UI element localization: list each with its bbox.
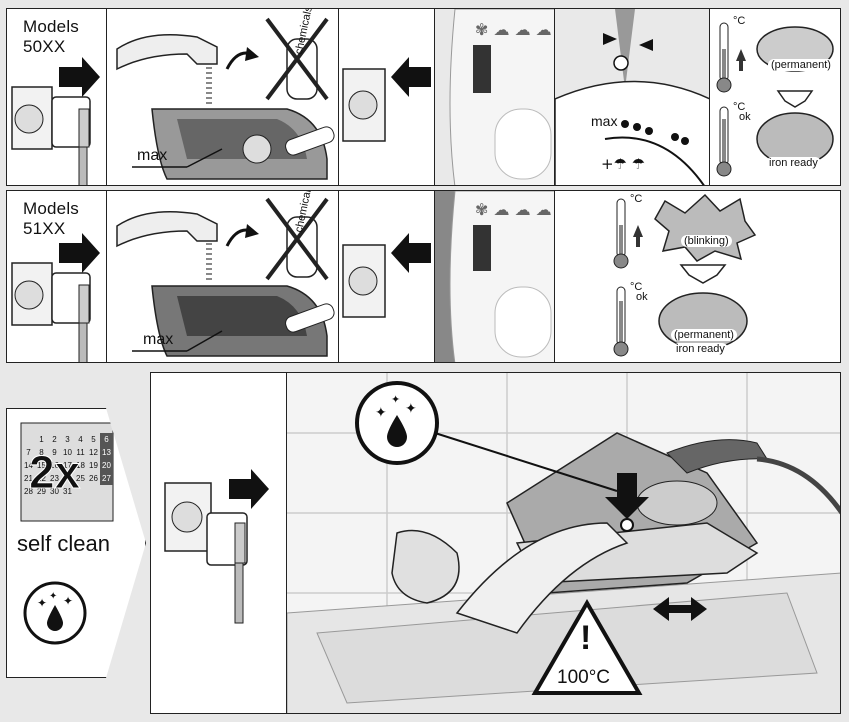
plug-out-cell <box>339 9 435 185</box>
fill-water-cell-2: max chemicals <box>107 191 339 362</box>
temp-ok-label-2: ok <box>633 291 651 303</box>
unplug-panel <box>150 372 290 714</box>
svg-text:✦: ✦ <box>405 401 417 417</box>
ready-indicator-cell: °C °C ok (permanent) iron ready <box>710 9 842 185</box>
calendar-day: 9 <box>52 448 57 457</box>
calendar-day: 28 <box>24 487 33 496</box>
arrow-right-icon <box>59 57 100 97</box>
svg-text:✦: ✦ <box>375 405 387 421</box>
max-fill-label-2: max <box>143 331 174 348</box>
calendar-day: 18 <box>76 461 85 470</box>
svg-text:+☂ ☂: +☂ ☂ <box>601 155 645 173</box>
arrow-right-icon <box>59 233 100 273</box>
calendar-day: 24 <box>63 474 72 483</box>
calendar-day: 6 <box>100 433 113 446</box>
warning-triangle-icon <box>531 599 643 695</box>
fill-water-cell: max chemicals <box>107 9 339 185</box>
plug-in-cell: Models 50XX <box>7 9 107 185</box>
plug-insert-illustration <box>11 57 100 185</box>
self-clean-icon: ✦ ✦ ✦ <box>23 581 87 645</box>
svg-text:✾ ☁ ☁ ☁: ✾ ☁ ☁ ☁ <box>475 200 552 219</box>
temp-unit-label-top-2: °C <box>627 193 646 205</box>
temp-unit-label-bottom-2: °C <box>627 281 646 293</box>
control-panel-cell-2: ✾ ☁ ☁ ☁ <box>435 191 555 362</box>
dial-max-label: max <box>591 113 618 129</box>
permanent-label-2: (permanent) <box>671 329 737 341</box>
self-clean-scene-panel: ✦ ✦ ✦ ! 100°C <box>286 372 841 714</box>
svg-text:✦: ✦ <box>391 393 400 406</box>
max-fill-label: max <box>137 147 168 164</box>
iron-ready-label-2: iron ready <box>673 343 728 355</box>
calendar-day: 7 <box>26 448 31 457</box>
calendar-day: 16 <box>50 461 59 470</box>
ready-indicator-cell-2: °C °C ok (blinking) (permanent) iron rea… <box>555 191 842 362</box>
calendar-day: 4 <box>78 435 83 444</box>
control-panel-cell: ✾ ☁ ☁ ☁ <box>435 9 555 185</box>
calendar-day: 12 <box>89 448 98 457</box>
double-arrow-icon <box>653 597 707 621</box>
calendar-day: 25 <box>76 474 85 483</box>
calendar-day: 20 <box>100 459 113 472</box>
calendar-day: 2 <box>52 435 57 444</box>
temperature-dial-cell: +☂ ☂ max <box>555 9 710 185</box>
arrow-down-icon <box>605 473 649 519</box>
arrow-left-icon <box>391 57 431 97</box>
calendar-day: 23 <box>50 474 59 483</box>
calendar-day: 30 <box>50 487 59 496</box>
calendar-day: 11 <box>76 448 85 457</box>
plug-remove-illustration <box>342 57 431 142</box>
unplug-illustration <box>164 469 269 624</box>
plug-out-cell-2 <box>339 191 435 362</box>
calendar-day: 21 <box>24 474 33 483</box>
arrow-right-icon <box>229 469 269 509</box>
calendar-day: 1 <box>39 435 44 444</box>
calendar-day: 29 <box>37 487 46 496</box>
temp-unit-label-top: °C <box>730 15 749 27</box>
calendar-day: 5 <box>91 435 96 444</box>
iron-control-panel: ✾ ☁ ☁ ☁ <box>449 9 554 185</box>
calendar-day: 27 <box>100 472 113 485</box>
svg-text:✦: ✦ <box>49 591 57 602</box>
calendar-day: 14 <box>24 461 33 470</box>
plug-insert-illustration-2 <box>11 233 100 362</box>
calendar-illustration <box>20 422 114 522</box>
calendar-day: 22 <box>37 474 46 483</box>
plug-remove-illustration-2 <box>342 233 431 318</box>
calendar-day: 17 <box>63 461 72 470</box>
calendar-day: 19 <box>89 461 98 470</box>
calendar-day: 26 <box>89 474 98 483</box>
models-51xx-title: Models 51XX <box>23 199 80 238</box>
iron-ready-label: iron ready <box>766 157 821 169</box>
models-51xx-row: Models 51XX max chemicals <box>6 190 841 363</box>
permanent-label: (permanent) <box>768 59 834 71</box>
self-clean-scene: ✦ ✦ ✦ <box>287 373 840 713</box>
svg-text:✦: ✦ <box>63 594 73 608</box>
temperature-dial-illustration: +☂ ☂ <box>555 9 709 185</box>
warning-symbol: ! <box>580 619 592 657</box>
blinking-label: (blinking) <box>681 235 732 247</box>
plug-in-cell-2: Models 51XX <box>7 191 107 362</box>
svg-text:✦: ✦ <box>37 596 47 610</box>
self-clean-times: 2x <box>28 446 81 499</box>
fill-water-illustration-2 <box>116 197 335 357</box>
calendar-day: 31 <box>63 487 72 496</box>
models-50xx-title: Models 50XX <box>23 17 80 56</box>
iron-control-panel-2: ✾ ☁ ☁ ☁ <box>449 191 554 362</box>
calendar-day: 10 <box>63 448 72 457</box>
warning-temperature: 100°C <box>557 667 611 688</box>
models-50xx-row: Models 50XX max chemicals <box>6 8 841 186</box>
arrow-left-icon <box>391 233 431 273</box>
calendar-day: 8 <box>39 448 44 457</box>
calendar-day: 13 <box>100 446 113 459</box>
svg-text:✾ ☁ ☁ ☁: ✾ ☁ ☁ ☁ <box>475 20 552 39</box>
fill-water-illustration <box>116 17 335 180</box>
calendar-day: 15 <box>37 461 46 470</box>
self-clean-label: self clean <box>17 531 110 556</box>
temp-unit-label-bottom: °C <box>730 101 749 113</box>
temp-ok-label: ok <box>736 111 754 123</box>
calendar-day: 3 <box>65 435 70 444</box>
